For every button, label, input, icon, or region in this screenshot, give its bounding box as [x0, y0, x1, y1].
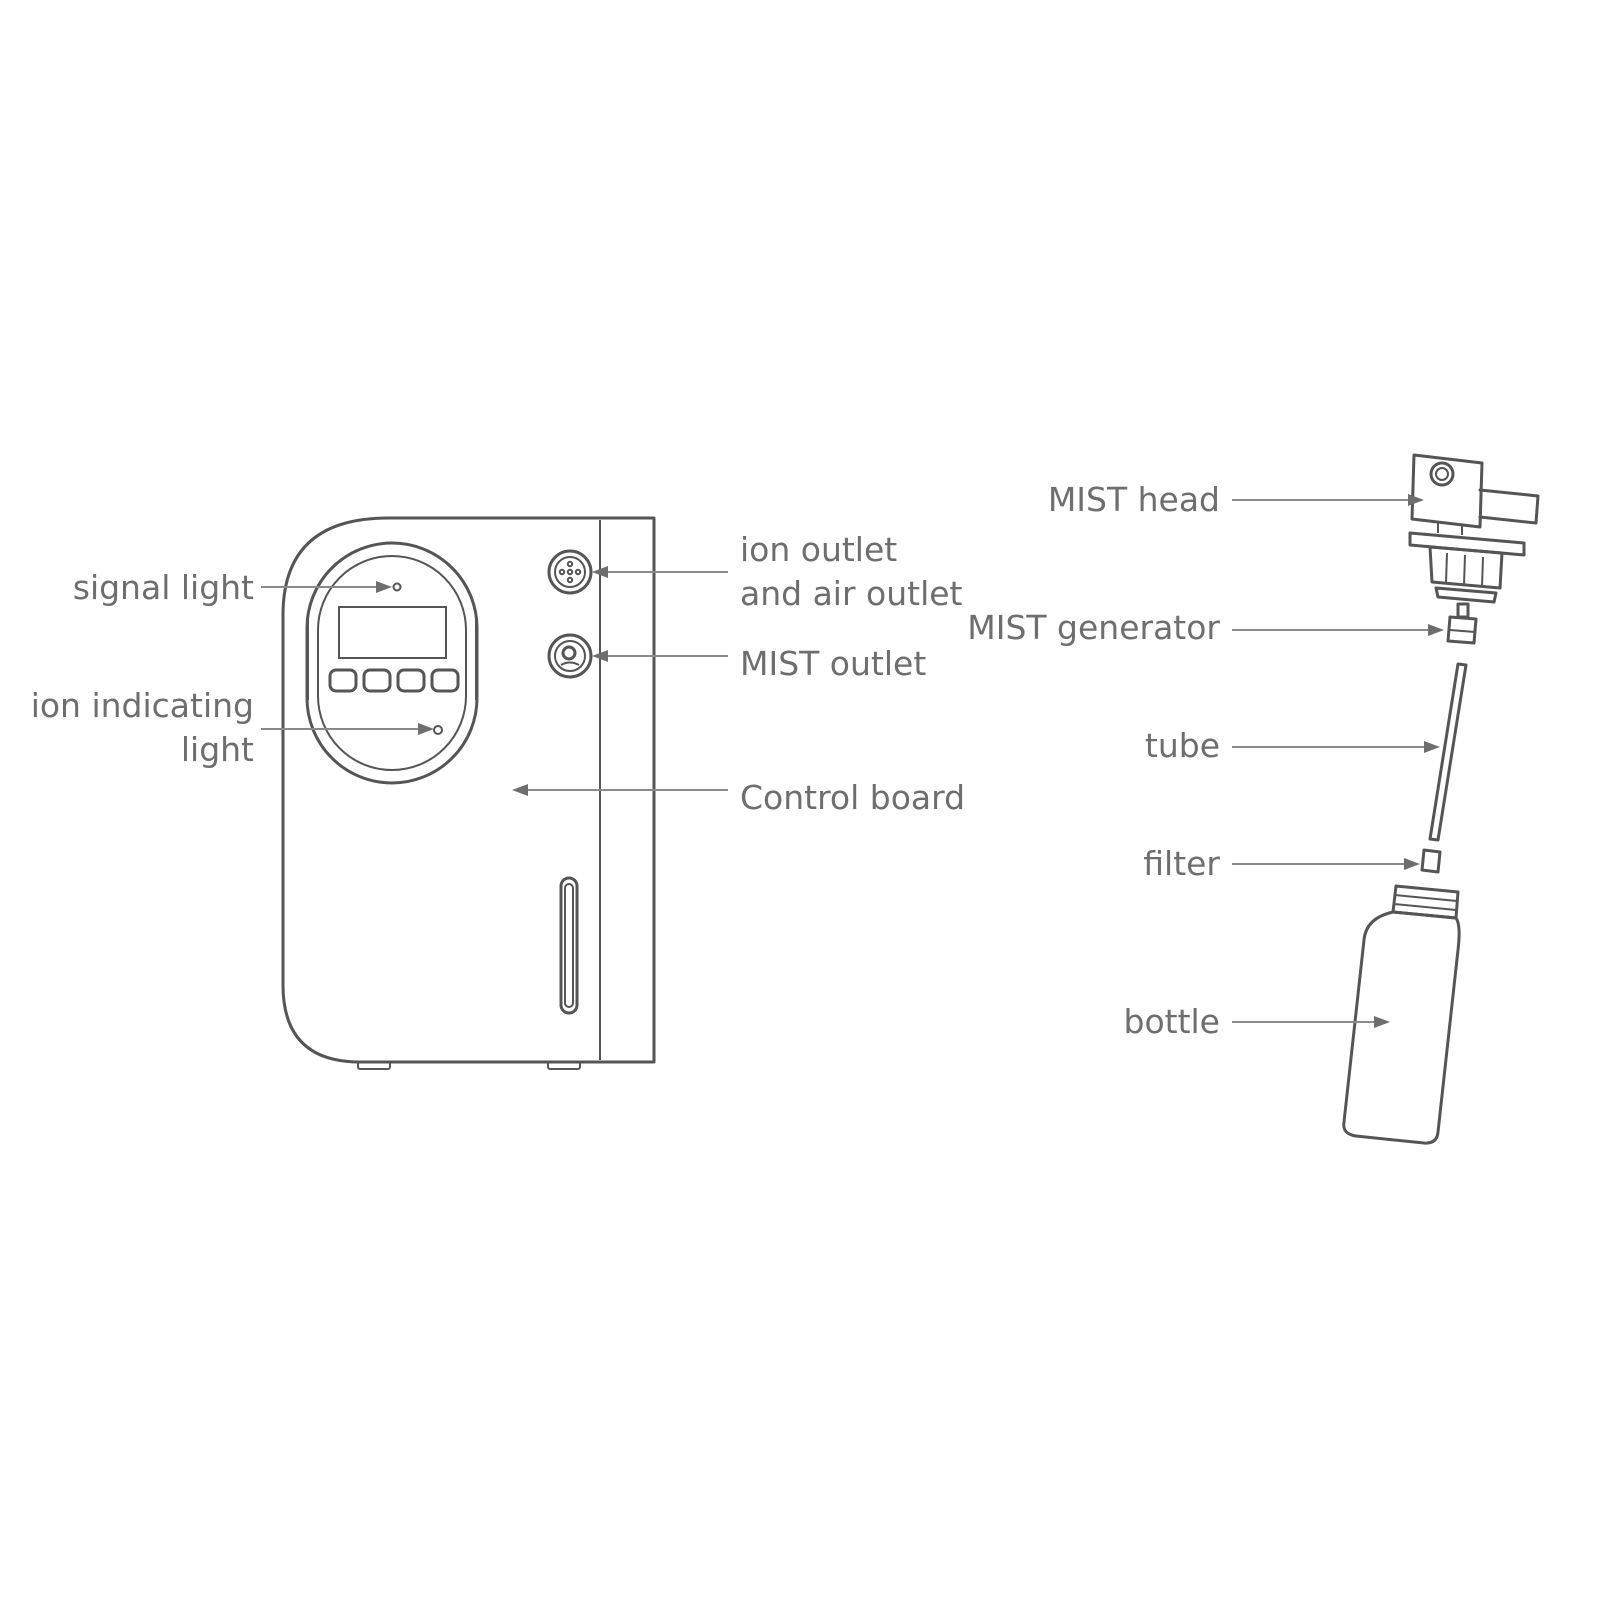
mist-head-port [1429, 461, 1455, 487]
mist-generator-body [1446, 615, 1478, 645]
mist-outlet-ring [547, 633, 593, 679]
bottle-body [1342, 910, 1461, 1145]
panel-button-3 [396, 668, 426, 693]
diffuser-foot-left [357, 1061, 391, 1070]
label-ion-outlet-line1: ion outlet [740, 530, 898, 569]
label-ion-indicating-light-line2: light [180, 730, 254, 769]
label-mist-outlet: MIST outlet [740, 644, 927, 683]
ion-outlet-ring [547, 549, 593, 595]
bottle-thread-2 [1393, 903, 1457, 911]
label-tube: tube [1144, 726, 1220, 765]
control-panel [305, 541, 479, 785]
tube-part [1428, 662, 1468, 842]
label-filter: filter [1143, 844, 1220, 883]
control-board-arrow [512, 784, 528, 796]
control-panel-inner [317, 555, 467, 771]
bottle-part [1342, 884, 1461, 1145]
label-bottle: bottle [1123, 1002, 1221, 1041]
filter-part [1420, 848, 1442, 874]
filter-arrow [1404, 858, 1420, 870]
label-signal-light: signal light [72, 568, 254, 607]
control-panel-outer [305, 541, 479, 785]
mist-head-part [1408, 453, 1540, 604]
mist-head-collar [1428, 545, 1504, 590]
diffuser-foot-right [547, 1061, 581, 1070]
mist-head-collar-rib-3 [1481, 556, 1484, 588]
ion-indicating-light-dot [433, 725, 443, 735]
label-mist-generator: MIST generator [967, 608, 1220, 647]
ion-outlet-hole-center [566, 568, 574, 576]
display-screen [338, 606, 447, 659]
panel-button-1 [328, 668, 358, 693]
label-ion-indicating-light-line1: ion indicating [30, 686, 254, 725]
ion-outlet-hole-right [574, 568, 582, 576]
mist-outlet-nozzle [561, 645, 577, 661]
mist-head-collar-rib-1 [1445, 552, 1448, 584]
mist-outlet [547, 633, 593, 679]
mist-head-arrow [1408, 494, 1424, 506]
ion-outlet [547, 549, 593, 595]
tube-arrow [1424, 741, 1440, 753]
mist-head-base [1434, 586, 1498, 604]
ion-outlet-inner-ring [554, 556, 586, 588]
mist-outlet-arrow [592, 650, 608, 662]
mist-head-port-inner [1435, 467, 1449, 481]
bottle-thread-1 [1394, 894, 1458, 902]
ion-outlet-hole-left [558, 568, 566, 576]
liquid-level-window [559, 876, 579, 1015]
label-mist-head: MIST head [1047, 480, 1220, 519]
panel-button-4 [430, 668, 460, 693]
ion-outlet-arrow [592, 566, 608, 578]
label-control-board: Control board [740, 778, 966, 817]
ion-indicating-light-arrow [418, 723, 434, 735]
liquid-level-window-inner [564, 883, 574, 1008]
exploded-parts [1232, 453, 1540, 1145]
mist-outlet-inner-ring [554, 640, 586, 672]
mist-outlet-nozzle-base [560, 661, 580, 666]
mist-generator-part [1446, 602, 1478, 645]
mist-head-flange [1408, 531, 1526, 557]
mist-generator-stem [1456, 602, 1470, 619]
signal-light-dot [392, 582, 402, 592]
diffuser-unit [261, 516, 728, 1070]
bottle-arrow [1374, 1016, 1390, 1028]
ion-outlet-hole-top [566, 560, 574, 568]
diffuser-body-outline [281, 516, 656, 1064]
panel-button-2 [362, 668, 392, 693]
ion-outlet-hole-bottom [566, 576, 574, 584]
label-ion-outlet-line2: and air outlet [740, 574, 963, 613]
mist-head-collar-rib-2 [1463, 554, 1466, 586]
mist-generator-arrow [1428, 624, 1444, 636]
mist-generator-rib [1449, 629, 1476, 633]
mist-head-nozzle-arm [1478, 488, 1540, 525]
signal-light-arrow [376, 581, 392, 593]
